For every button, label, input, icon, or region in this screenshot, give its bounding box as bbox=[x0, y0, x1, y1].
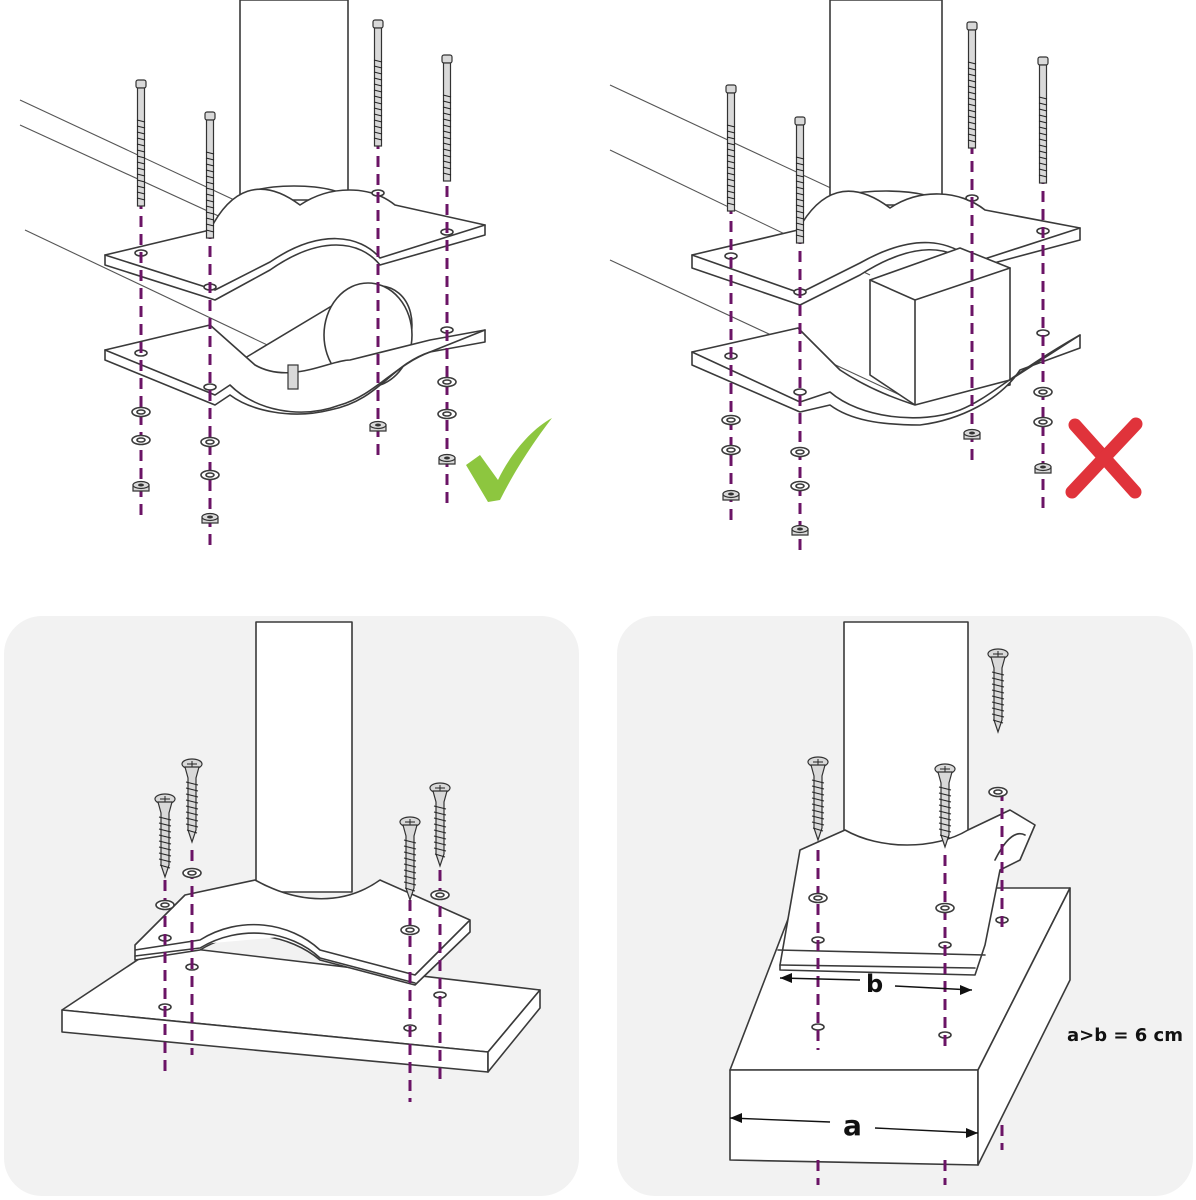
check-mark-icon bbox=[466, 418, 552, 502]
dimension-a-label: a bbox=[843, 1109, 862, 1142]
dimension-b-label: b bbox=[866, 970, 883, 998]
panel-square-post-incorrect bbox=[609, 0, 1143, 550]
dimension-rule-label: a>b = 6 cm bbox=[1067, 1025, 1183, 1046]
panel-flat-base-mount bbox=[4, 616, 579, 1196]
panel-round-pipe-correct bbox=[19, 0, 552, 550]
panel-block-base-mount bbox=[617, 616, 1193, 1196]
cross-mark-icon bbox=[1065, 417, 1143, 499]
